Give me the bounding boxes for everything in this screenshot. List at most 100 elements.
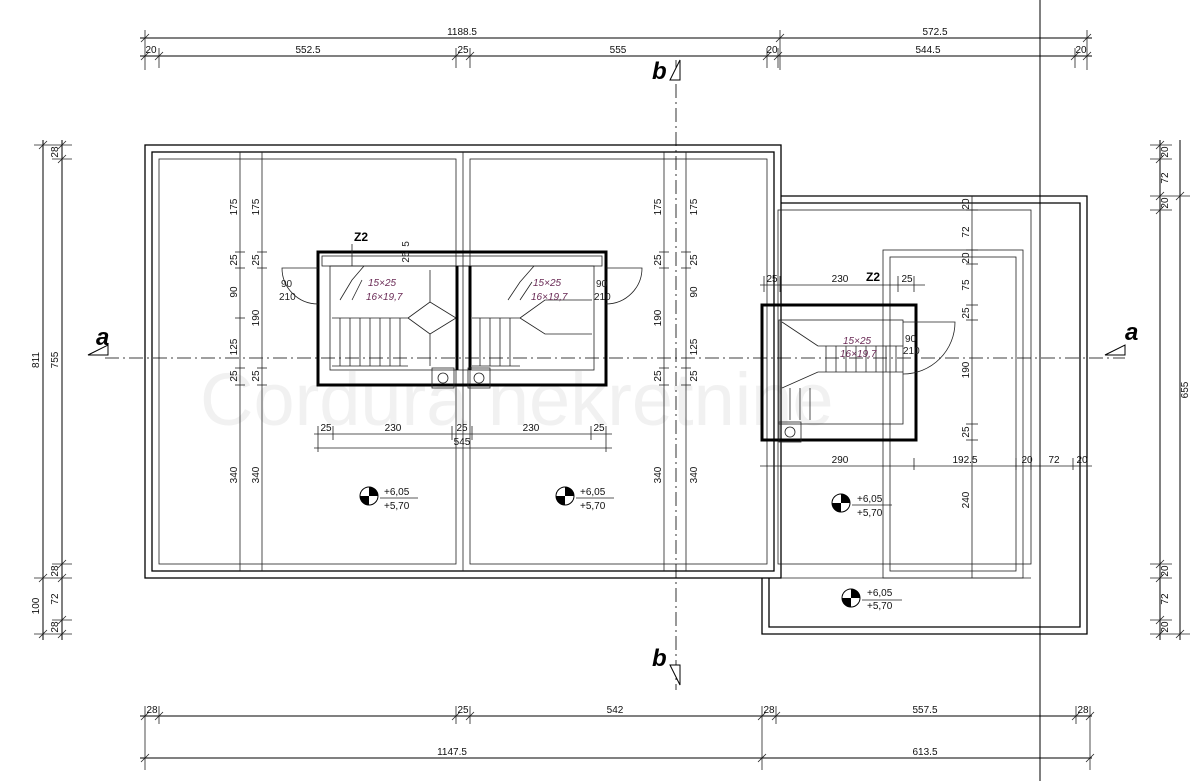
- dim-inner-340-b: 340: [251, 466, 262, 483]
- dim-inner-190: 190: [251, 309, 262, 326]
- dim-annex-v-190: 190: [961, 361, 972, 378]
- dim-mid-340-a: 340: [653, 466, 664, 483]
- dim-annex-v-240: 240: [961, 491, 972, 508]
- dim-annex-230: 230: [832, 274, 849, 285]
- level-marker-2: [555, 486, 614, 506]
- dim-bottom-row-1: 28: [146, 705, 158, 716]
- dim-top-row-6: 544.5: [915, 45, 940, 56]
- door-3-height: 210: [903, 346, 920, 357]
- stair-2-risers-label: 16×19,7: [531, 292, 568, 303]
- dim-left-chain-4: 28: [50, 621, 61, 633]
- annex-stair-top-dim: [760, 276, 925, 292]
- door-3-width: 90: [905, 334, 917, 345]
- section-a-right-label: a: [1125, 319, 1138, 346]
- stair-1-z2-label: Z2: [354, 230, 368, 244]
- annex-inner-vertical-dim: [966, 196, 978, 578]
- dim-bottom-row-2: 25: [457, 705, 469, 716]
- level-3-top: +6,05: [857, 494, 883, 505]
- dim-annex-20-b: 20: [1076, 455, 1088, 466]
- dim-mid-90: 90: [689, 286, 700, 298]
- level-marker-4: [841, 588, 902, 608]
- inner-dims-middle: [659, 152, 691, 571]
- dim-top-row-4: 555: [610, 45, 627, 56]
- level-2-bottom: +5,70: [580, 501, 606, 512]
- dim-annex-v-25-a: 25: [961, 307, 972, 319]
- dim-top-total-left: 1188.5: [447, 27, 477, 38]
- dim-right-chain-6: 20: [1160, 621, 1171, 633]
- bottom-dimension-chain: 28 25 542 28 557.5 28 1147.5 613.5: [140, 705, 1095, 770]
- dim-stairw-25-a: 25: [320, 423, 332, 434]
- dim-bottom-row-6: 28: [1077, 705, 1089, 716]
- dim-right-total: 655: [1180, 381, 1191, 398]
- dim-annex-v-20-a: 20: [961, 198, 972, 210]
- door-2-width: 90: [596, 279, 608, 290]
- stair-1-tread-label: 15×25: [368, 278, 397, 289]
- stair-3-risers-label: 16×19,7: [840, 349, 877, 360]
- dim-annex-v-20-b: 20: [961, 252, 972, 264]
- dim-stairw-230-b: 230: [523, 423, 540, 434]
- dim-right-chain-2: 72: [1160, 172, 1171, 184]
- dim-top-row-7: 20: [1075, 45, 1087, 56]
- dim-annex-25-a: 25: [766, 274, 778, 285]
- dim-inner-25-a: 25: [229, 254, 240, 266]
- dim-left-total: 811: [31, 352, 42, 368]
- dim-stairw-230-a: 230: [385, 423, 402, 434]
- dim-top-row-1: 20: [145, 45, 157, 56]
- dim-left-bottom: 100: [31, 597, 42, 614]
- level-4-bottom: +5,70: [867, 601, 893, 612]
- stair-2-tread-label: 15×25: [533, 278, 562, 289]
- dim-inner-25-c: 25: [229, 370, 240, 382]
- dim-inner-340-a: 340: [229, 466, 240, 483]
- left-dimension-chain: 811 755 100 28 28 72 28: [31, 140, 72, 640]
- dim-bottom-row-5: 557.5: [912, 705, 937, 716]
- door-2-height: 210: [594, 292, 611, 303]
- stair-3-z2-label: Z2: [866, 270, 880, 284]
- dim-bottom-row-3: 542: [607, 705, 624, 716]
- dim-bottom-row-4: 28: [763, 705, 775, 716]
- level-1-top: +6,05: [384, 487, 410, 498]
- stair-3-tread-label: 15×25: [843, 336, 872, 347]
- dim-inner-125: 125: [229, 338, 240, 355]
- dim-annex-v-25-b: 25: [961, 426, 972, 438]
- dim-mid-340-b: 340: [689, 466, 700, 483]
- dim-right-chain-3: 20: [1160, 197, 1171, 209]
- level-marker-1: [359, 486, 418, 506]
- stair-1-risers-label: 16×19,7: [366, 292, 403, 303]
- dim-right-chain-4: 20: [1160, 565, 1171, 577]
- section-cut-lines: [87, 59, 1126, 690]
- dim-mid-25-b: 25: [689, 254, 700, 266]
- dim-mid-25-d: 25: [689, 370, 700, 382]
- dim-inner-175-a: 175: [229, 198, 240, 215]
- dim-annex-25-b: 25: [901, 274, 913, 285]
- dim-left-mid: 755: [50, 351, 61, 368]
- watermark-text: Cordura nekretnine: [200, 358, 833, 441]
- dim-bottom-total-right: 613.5: [912, 747, 937, 758]
- dim-top-total-right: 572.5: [922, 27, 947, 38]
- dim-stairw-25-b: 25: [456, 423, 468, 434]
- annex-bottom-dim: [760, 458, 1092, 470]
- dim-mid-25-c: 25: [653, 370, 664, 382]
- dim-bottom-total-left: 1147.5: [437, 747, 467, 758]
- dim-inner-90: 90: [229, 286, 240, 298]
- dim-left-chain-2: 28: [50, 565, 61, 577]
- dim-inner-175-b: 175: [251, 198, 262, 215]
- section-a-left-label: a: [96, 324, 109, 351]
- section-b-top-label: b: [652, 58, 667, 85]
- dim-right-chain-5: 72: [1160, 593, 1171, 605]
- dim-annex-72: 72: [1048, 455, 1060, 466]
- right-dimension-chain: 20 72 20 20 72 20 655: [1150, 140, 1191, 640]
- level-1-bottom: +5,70: [384, 501, 410, 512]
- dim-mid-175-b: 175: [689, 198, 700, 215]
- dim-annex-v-75: 75: [961, 279, 972, 291]
- dim-stairw-25-c: 25: [593, 423, 605, 434]
- dim-inner-25-d: 25: [251, 370, 262, 382]
- annex-roof-outline: [761, 195, 1088, 635]
- dim-mid-190: 190: [653, 309, 664, 326]
- section-b-bottom-label: b: [652, 645, 667, 672]
- level-2-top: +6,05: [580, 487, 606, 498]
- stair-block-main: [281, 250, 643, 389]
- dim-annex-v-72: 72: [961, 226, 972, 238]
- dim-mid-125: 125: [689, 338, 700, 355]
- dim-mid-175-a: 175: [653, 198, 664, 215]
- dim-left-chain-3: 72: [50, 593, 61, 605]
